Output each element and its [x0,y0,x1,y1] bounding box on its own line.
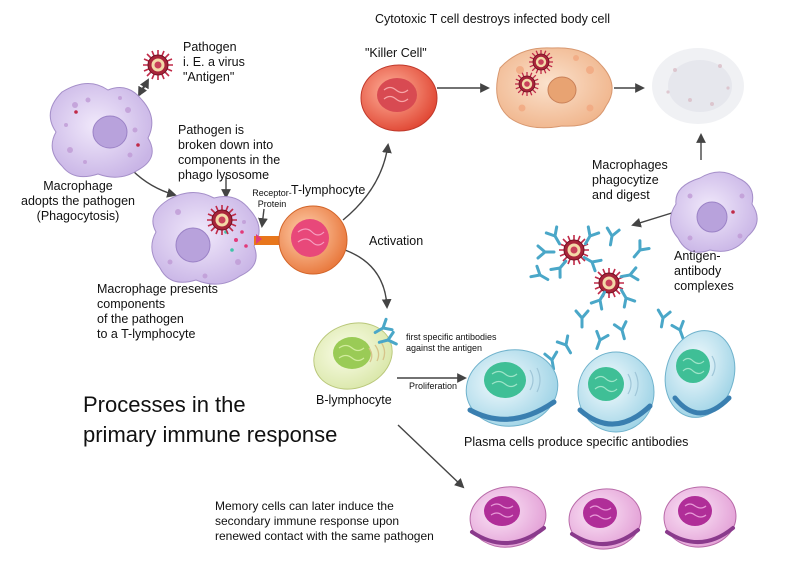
pathogen-virus-icon [142,49,174,81]
arrow-macrophage-to-pathogen [139,78,149,96]
t-lymphocyte-cell [278,205,348,275]
receptor-protein-bridge [254,236,280,245]
macrophages-phagocytize-label: Macrophages phagocytize and digest [592,158,668,202]
memory-cell [469,486,547,548]
first-specific-antibodies-label: first specific antibodies against the an… [406,332,497,353]
killer-cell-label: "Killer Cell" [365,46,427,60]
infected-body-cell [496,47,613,129]
macrophage-cell-right [670,171,758,253]
proliferation-label: Proliferation [409,381,458,391]
cytotoxic-t-cell-label: Cytotoxic T cell destroys infected body … [375,12,611,26]
arrow-pathogen-to-macrophage [138,81,148,97]
memory-cells-label: Memory cells can later induce the second… [215,499,434,543]
arrow-macrophage-down [131,169,177,198]
pathogen-broken-down-label: Pathogen is broken down into components … [178,123,281,182]
b-lymphocyte-label: B-lymphocyte [316,393,392,407]
macrophage-cell-top [49,83,153,178]
destroyed-cell-debris [652,48,744,124]
antigen-antibody-complexes-label: Antigen- antibody complexes [674,249,734,293]
virus-in-body-cell-icon [528,49,554,75]
pathogen-in-lysosome-icon [206,204,238,236]
diagram-title: Processes in the primary immune response [83,392,338,447]
pathogen-label: Pathogen i. E. a virus "Antigen" [183,40,245,84]
arrow-to-memory-cells [397,424,465,489]
macrophage-phagocytosis-label: Macrophage adopts the pathogen (Phagocyt… [21,179,135,223]
activation-label: Activation [369,234,424,248]
plasma-cell [577,351,655,433]
macrophage-presents-label: Macrophage presents components of the pa… [97,282,218,341]
memory-cell [663,486,737,548]
arrow-receptor-protein [258,208,268,228]
receptor-protein-label: Receptor- Protein [252,188,292,209]
killer-cell [360,64,438,132]
arrow-activation [344,249,392,309]
plasma-cell [664,330,736,418]
t-lymphocyte-label: T-lymphocyte [291,183,366,197]
flow-arrows [131,78,706,489]
arrow-to-killer-cell [342,143,392,221]
plasma-cell [465,349,559,427]
virus-in-body-cell-icon [514,71,540,97]
arrow-to-complexes [631,211,676,228]
b-lymphocyte-cell [313,322,393,390]
plasma-cells-label: Plasma cells produce specific antibodies [464,435,689,449]
antigen-fragment [256,234,262,244]
antigen-antibody-complexes [529,225,651,311]
memory-cell [568,488,642,550]
